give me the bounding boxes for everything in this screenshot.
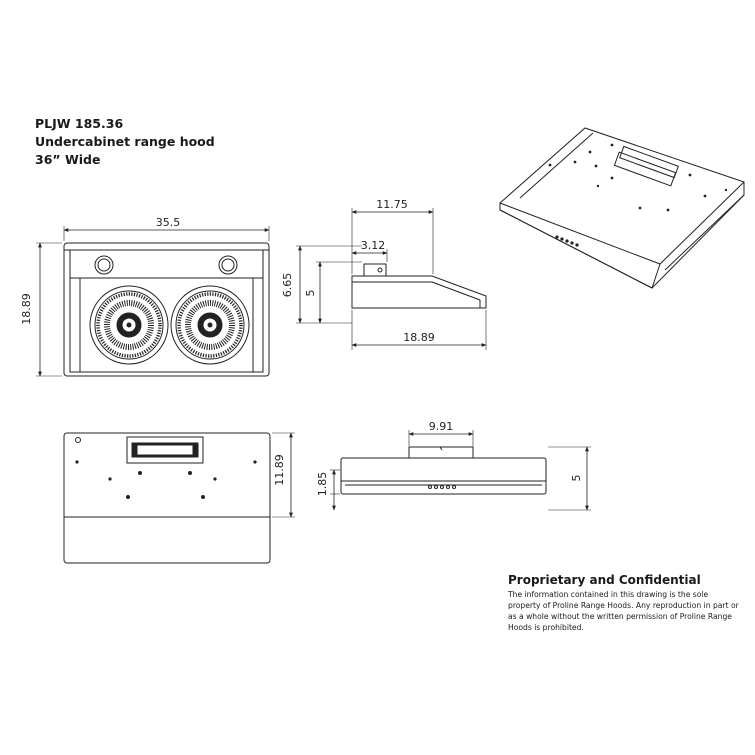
iso-duct-collar: [613, 151, 677, 187]
rear-control-buttons: [428, 485, 456, 489]
notice-body: The information contained in this drawin…: [508, 590, 739, 632]
top-duct-collar: [126, 436, 204, 464]
front-height-dim: 18.89: [20, 293, 33, 325]
confidentiality-notice: Proprietary and Confidential The informa…: [508, 573, 740, 633]
product-width: 36” Wide: [35, 152, 101, 167]
front-view-outline: [63, 242, 270, 377]
rear-view: [330, 430, 591, 511]
iso-control-buttons: [555, 235, 579, 247]
rear-duct-collar: [408, 446, 474, 459]
model-number: PLJW 185.36: [35, 116, 124, 131]
top-depth-dim: 11.89: [273, 454, 286, 486]
isometric-view: [499, 127, 745, 289]
top-view: [63, 432, 295, 564]
duct-collar: [363, 263, 387, 277]
rear-view-outline: [340, 457, 547, 495]
notice-heading: Proprietary and Confidential: [508, 573, 701, 587]
side-view: [296, 208, 487, 350]
side-total-height-dim: 6.65: [281, 273, 294, 298]
product-description: Undercabinet range hood: [35, 134, 215, 149]
front-view: [36, 226, 270, 377]
top-view-outline: [63, 432, 271, 564]
rear-front-height-dim: 1.85: [316, 472, 329, 497]
side-view-outline: [351, 275, 487, 309]
side-top-dim: 11.75: [376, 198, 408, 211]
front-width-dim: 35.5: [156, 216, 181, 229]
blower-left-icon: [89, 285, 169, 365]
light-left-icon: [94, 255, 114, 275]
side-depth-dim: 18.89: [403, 331, 435, 344]
rear-duct-width-dim: 9.91: [429, 420, 454, 433]
rear-height-dim: 5: [570, 475, 583, 482]
blower-right-icon: [170, 285, 250, 365]
light-right-icon: [218, 255, 238, 275]
side-body-height-dim: 5: [304, 290, 317, 297]
side-duct-dim: 3.12: [361, 239, 386, 252]
title-block: PLJW 185.36 Undercabinet range hood 36” …: [35, 115, 215, 169]
